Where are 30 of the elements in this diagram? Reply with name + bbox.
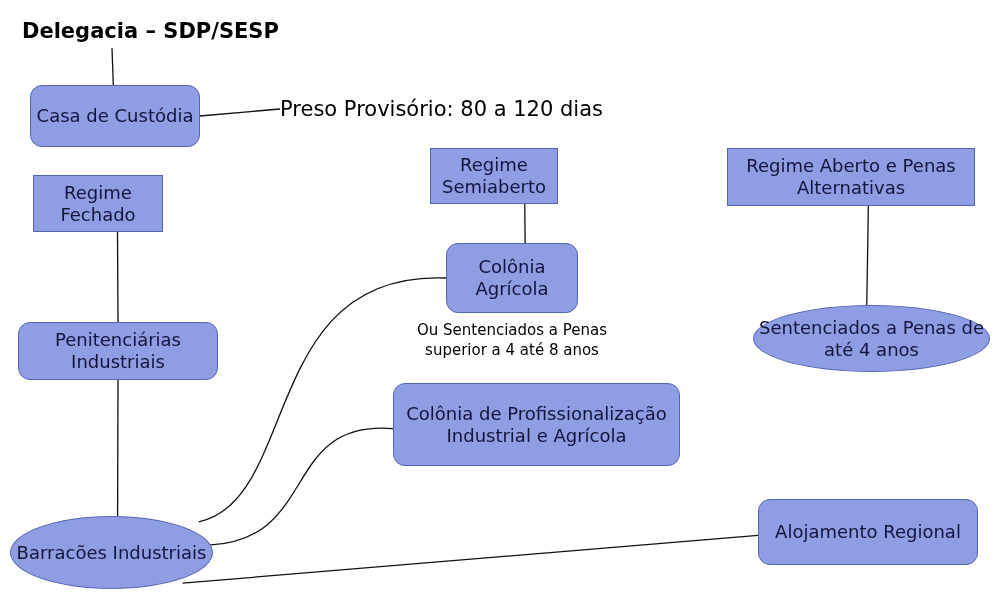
connector-line (111, 47, 114, 86)
process-box (18, 322, 218, 380)
node-label: Colônia Agrícola (474, 256, 550, 300)
process-box (758, 499, 978, 565)
process-box (393, 383, 680, 466)
node-label: Regime Fechado (59, 181, 137, 226)
connector-line (199, 108, 281, 117)
process-box (446, 243, 578, 313)
connector-line (181, 534, 759, 584)
note-text: Preso Provisório: 80 a 120 dias (280, 92, 760, 126)
node-label: Penitenciárias Industriais (54, 329, 182, 373)
heading: Delegacia – SDP/SESP (22, 14, 322, 48)
node-label: Sentenciados a Penas de até 4 anos (758, 316, 985, 361)
process-box (727, 148, 975, 206)
node-label: Casa de Custódia (36, 105, 194, 127)
process-box (33, 175, 163, 232)
node-label: Regime Semiaberto (440, 154, 547, 198)
node-label: Regime Aberto e Penas Alternativas (745, 155, 957, 199)
process-box (30, 85, 200, 147)
connector-line (208, 428, 394, 546)
connector-line (116, 379, 119, 517)
node-caption: Ou Sentenciados a Penas superior a 4 até 8 anos (415, 321, 609, 360)
process-box (430, 148, 558, 204)
connector-line (524, 203, 526, 244)
connector-line (866, 205, 869, 306)
node-label: Alojamento Regional (775, 521, 961, 543)
connector-line (116, 231, 119, 323)
connector-line (198, 277, 447, 523)
node-label: Barracões Industriais (16, 541, 207, 564)
node-label: Colônia de Profissionalização Industrial e Agrícola (405, 402, 668, 447)
